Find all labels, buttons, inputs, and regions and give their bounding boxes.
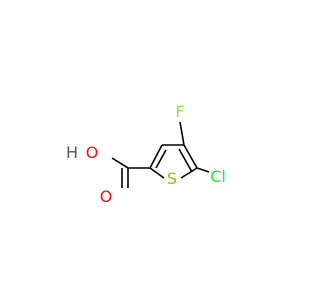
fluorine-label: F bbox=[175, 102, 184, 121]
hydroxyl-hydrogen-label: H bbox=[66, 143, 78, 162]
bond-c5-cl bbox=[196, 167, 210, 173]
molecule-structure: F Cl S O O H bbox=[66, 102, 226, 206]
bond-c-oh bbox=[111, 157, 129, 169]
carbonyl-oxygen-label: O bbox=[100, 187, 113, 206]
bond-s-c2 bbox=[149, 167, 165, 179]
chlorine-label: Cl bbox=[210, 167, 226, 186]
molecule-canvas: F Cl S O O H bbox=[65, 102, 226, 206]
bond-c4-c5-inner bbox=[178, 148, 193, 173]
bond-c2-c3 bbox=[149, 144, 163, 169]
sulfur-label: S bbox=[167, 169, 177, 188]
bond-c5-s bbox=[180, 167, 198, 179]
bond-c4-c5 bbox=[183, 144, 198, 169]
bond-c2-c3-inner bbox=[155, 149, 167, 169]
bonds bbox=[111, 121, 210, 188]
bond-c4-f bbox=[179, 121, 185, 146]
hydroxyl-oxygen-label: O bbox=[86, 143, 99, 162]
